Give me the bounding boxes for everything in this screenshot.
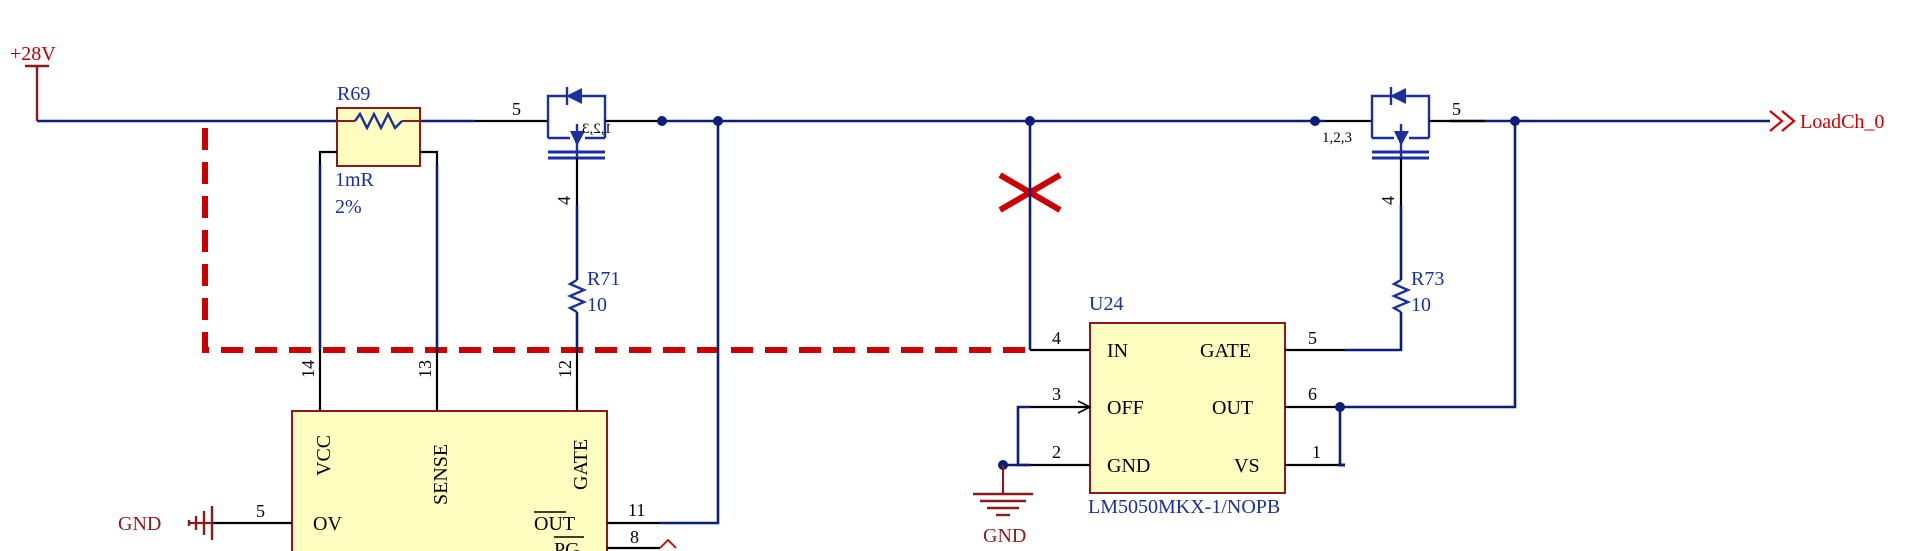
pin-ov-name: OV — [313, 513, 342, 535]
r73-gate-resistor: R73 10 — [1345, 205, 1444, 352]
u24-pin-off-name: OFF — [1107, 397, 1144, 419]
u24-pin-gnd-name: GND — [1107, 455, 1150, 477]
mosfet-q2: 1,2,3 4 5 — [1322, 87, 1485, 205]
r71-designator: R71 — [587, 268, 620, 290]
u24-pin-out-name: OUT — [1212, 397, 1253, 419]
gnd-bottom-label: GND — [983, 525, 1026, 547]
mosfet-q1: 5 4 1,2,3 — [475, 87, 660, 205]
u24-pin-vs-name: VS — [1234, 455, 1260, 477]
r69-tolerance: 2% — [335, 196, 362, 218]
pin11-number: 11 — [628, 500, 645, 520]
u24-part-number: LM5050MKX-1/NOPB — [1088, 496, 1280, 518]
u24-pin-in-name: IN — [1107, 340, 1128, 362]
pin8-number: 8 — [630, 527, 639, 547]
junction-dot — [657, 116, 667, 126]
pin5-ov-number: 5 — [256, 501, 265, 521]
u24-pin2-number: 2 — [1052, 442, 1061, 462]
pin13-number: 13 — [415, 360, 435, 378]
annotation-dashed-path — [202, 128, 1030, 353]
pin14-number: 14 — [298, 360, 318, 378]
output-label: LoadCh_0 — [1800, 111, 1884, 133]
r69-shunt-resistor: R69 1mR 2% — [318, 83, 439, 218]
r73-designator: R73 — [1411, 268, 1444, 290]
r73-value: 10 — [1411, 294, 1431, 316]
net-label-loadch0: LoadCh_0 — [1769, 110, 1884, 133]
r71-value: 10 — [587, 294, 607, 316]
power-label: +28V — [10, 43, 56, 65]
u24-pin1-number: 1 — [1312, 442, 1321, 462]
r69-value: 1mR — [335, 169, 375, 191]
q2-pin4-number: 4 — [1378, 196, 1398, 205]
pin-pg-name: PG — [554, 539, 580, 551]
pin-vcc-name: VCC — [313, 435, 335, 476]
power-port-28v: +28V — [10, 43, 56, 121]
pin-out-name: OUT — [534, 513, 575, 535]
u24-pin4-number: 4 — [1052, 328, 1061, 348]
q1-pin4-number: 4 — [554, 196, 574, 205]
u24-pin-gate-name: GATE — [1200, 340, 1251, 362]
u24-pin6-number: 6 — [1308, 384, 1317, 404]
q1-pin5-number: 5 — [512, 99, 521, 119]
r71-gate-resistor: R71 10 — [566, 205, 620, 350]
gnd-symbol-left: GND — [118, 506, 214, 540]
u24-pin3-number: 3 — [1052, 384, 1061, 404]
gnd-symbol-bottom: GND — [973, 465, 1033, 547]
q2-pin123-label: 1,2,3 — [1322, 130, 1352, 146]
pin12-number: 12 — [555, 360, 575, 378]
u24-ideal-diode-controller: U24 4 IN 3 OFF 2 GND 5 GATE 6 OUT 1 VS L… — [1030, 293, 1345, 518]
r69-designator: R69 — [337, 83, 370, 105]
q1-pin123-label: 1,2,3 — [582, 121, 612, 137]
u24-designator: U24 — [1089, 293, 1123, 315]
hot-swap-controller-ic: 14 13 12 VCC SENSE GATE 5 OV 11 OUT 8 PG — [212, 350, 677, 551]
q2-pin5-number: 5 — [1452, 99, 1461, 119]
junction-dot — [1310, 116, 1320, 126]
pin-sense-name: SENSE — [430, 444, 452, 505]
u24-pin5-number: 5 — [1308, 328, 1317, 348]
gnd-left-label: GND — [118, 513, 161, 535]
pin-gate-name: GATE — [570, 439, 592, 490]
